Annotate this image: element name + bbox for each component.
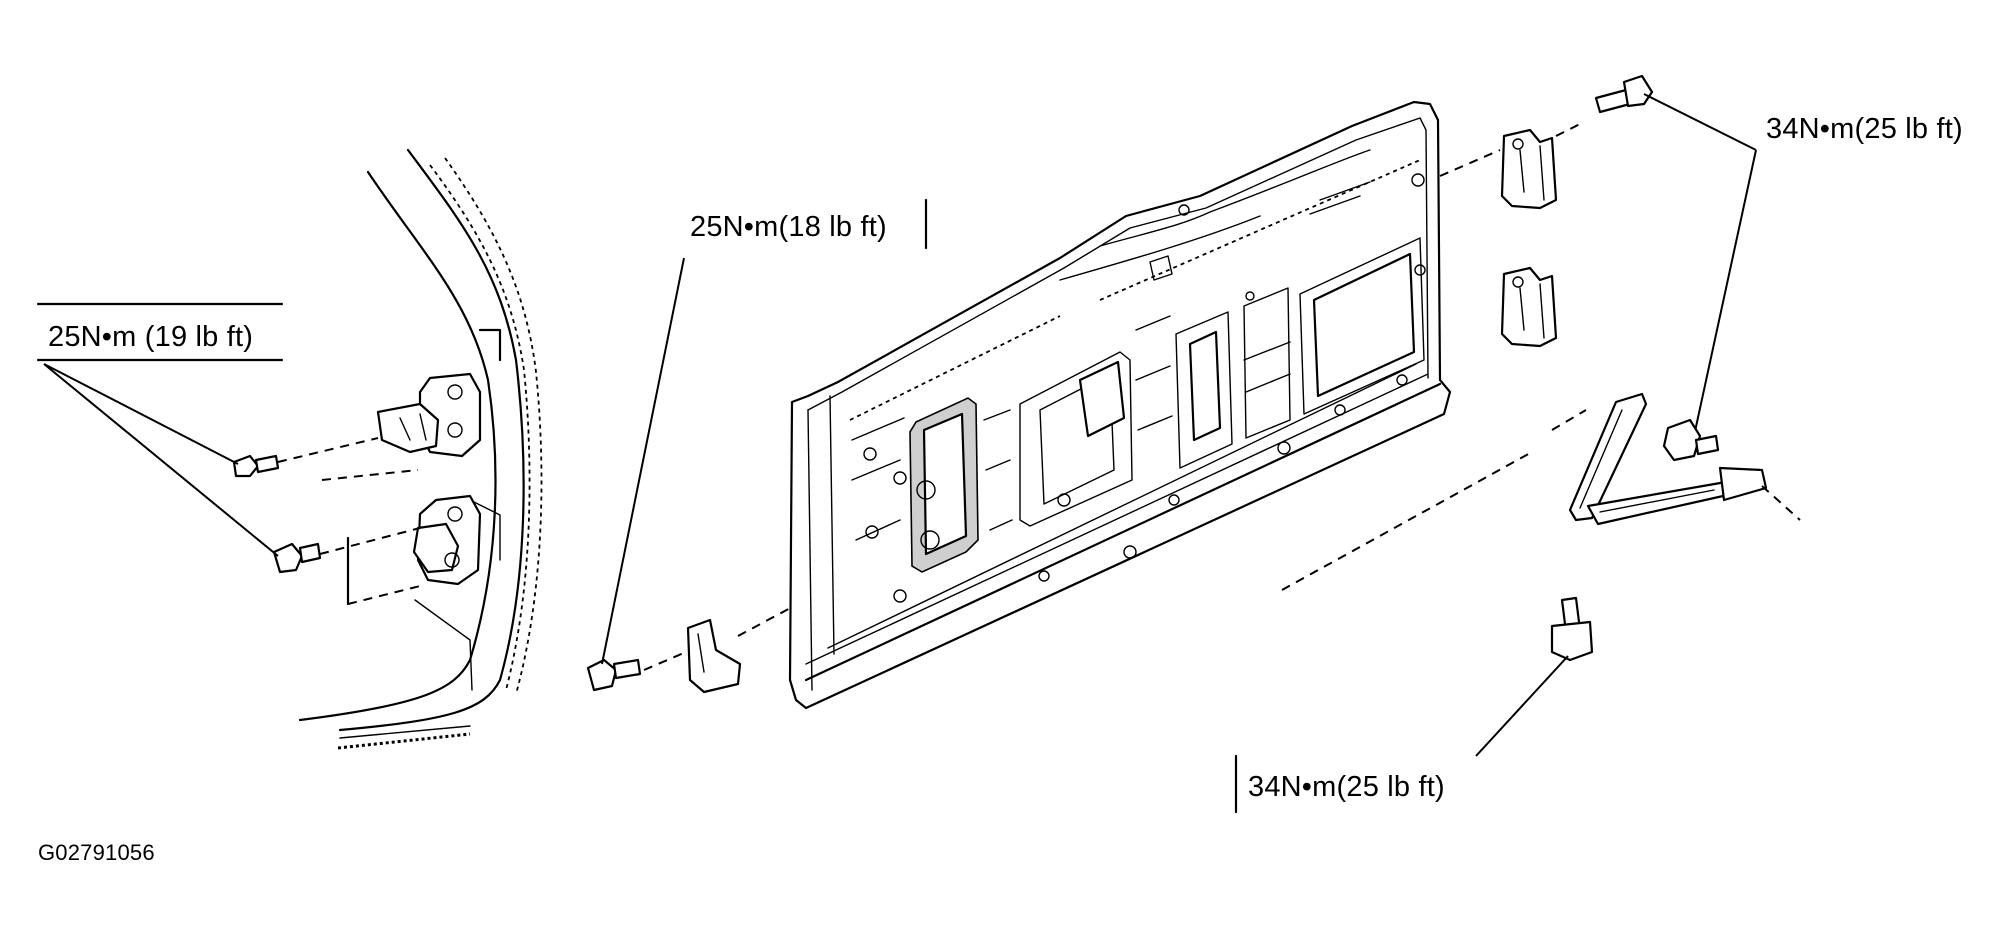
left-leader-lower [43, 363, 279, 557]
top-right-bolt [1594, 74, 1654, 114]
top-right-leader-upper [1643, 93, 1757, 151]
left-lower-alignment-line [319, 527, 421, 555]
upper-door-hinge [1500, 128, 1558, 210]
left-upper-alignment-line-2 [321, 469, 419, 481]
lower-body-hinge [412, 494, 482, 586]
arm-alignment-line [1281, 451, 1533, 591]
door-check-arm [1568, 392, 1768, 526]
top-bolt-alignment-line [1555, 121, 1585, 137]
figure-code: G02791056 [38, 840, 155, 865]
left-leader-upper [43, 363, 239, 465]
left-upper-alignment-line [277, 437, 379, 463]
lower-door-hinge [1500, 266, 1558, 348]
arm-upper-alignment-line [1551, 409, 1587, 431]
top-right-leader-lower [1693, 149, 1757, 437]
upper-body-hinge [376, 372, 482, 458]
left-upper-bolt [232, 454, 280, 478]
center-leader [601, 257, 685, 665]
bottom-right-leader [1475, 655, 1569, 757]
center-alignment-line-1 [643, 651, 687, 671]
body-pillar [298, 148, 543, 750]
bottom-right-bolt [1550, 596, 1594, 662]
torque-label-bottom-right: 34N•m(25 lb ft) [1248, 771, 1445, 803]
center-bracket [686, 618, 742, 694]
left-lower-bolt [272, 542, 322, 574]
torque-label-top-right: 34N•m(25 lb ft) [1766, 113, 1963, 145]
torque-label-center: 25N•m(18 lb ft) [690, 211, 887, 243]
door-panel [788, 100, 1452, 710]
arm-mount-bolt [1662, 418, 1720, 462]
arm-end-alignment-line [1761, 485, 1801, 521]
torque-label-left: 25N•m (19 lb ft) [48, 321, 253, 353]
upper-hinge-alignment-line [1439, 149, 1501, 177]
left-lower-alignment-line-2 [347, 585, 421, 605]
center-bolt [586, 658, 642, 692]
